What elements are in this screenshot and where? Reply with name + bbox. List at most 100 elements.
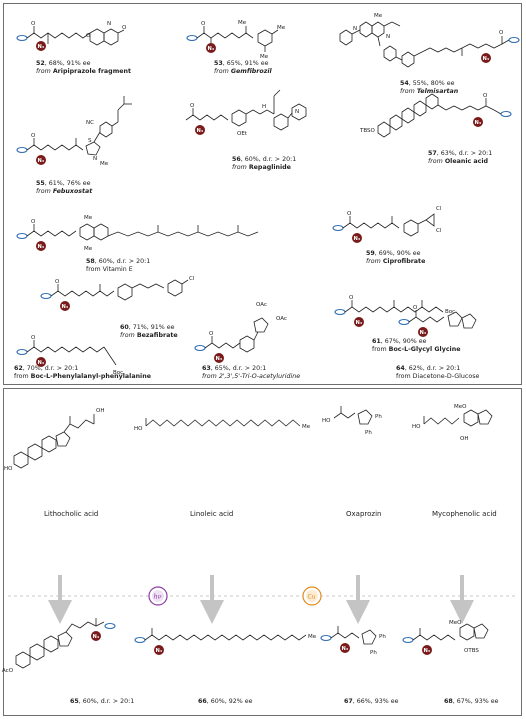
atom-o-53: O [201, 21, 206, 27]
top-panel-frame [3, 3, 522, 385]
atom-meo-myco: MeO [454, 404, 467, 410]
atom-ho-oxa: HO [322, 418, 331, 424]
svg-text:N₃: N₃ [38, 158, 45, 164]
caption-68: 68, 67%, 93% ee [444, 698, 499, 705]
atom-o-52b: O [86, 33, 91, 39]
atom-h-56: H [262, 104, 266, 110]
atom-s-55: S [88, 138, 92, 144]
structure-54 [339, 21, 520, 68]
svg-text:N₃: N₃ [156, 648, 163, 654]
atom-o-57: O [483, 93, 488, 99]
svg-text:N₃: N₃ [62, 304, 69, 310]
compound-number: 52 [36, 60, 45, 67]
svg-text:N₃: N₃ [356, 320, 363, 326]
caption-57: 57, 63%, d.r. > 20:1 from Oleanic acid [428, 150, 493, 165]
atom-me-lino: Me [302, 424, 311, 430]
atom-boc-62: Boc [113, 370, 123, 376]
structure-52 [16, 26, 125, 46]
atom-oac-63b: OAc [276, 316, 287, 322]
svg-text:N₃: N₃ [475, 120, 482, 126]
atom-o-60: O [55, 279, 60, 285]
substrate-label-lithocholic: Lithocholic acid [44, 510, 99, 518]
svg-text:N₃: N₃ [38, 244, 45, 250]
atom-oet-56: OEt [237, 131, 248, 137]
caption-66: 66, 60%, 92% ee [198, 698, 253, 705]
azide-badges: N₃ N₃ N₃ N₃ N₃ N₃ N₃ N₃ N₃ N₃ N₃ N₃ N₃ [36, 41, 491, 655]
svg-text:N₃: N₃ [354, 236, 361, 242]
atom-ho-myco: HO [412, 424, 421, 430]
atom-o-58: O [31, 219, 36, 225]
caption-63: 63, 65%, d.r. > 20:1 from 2',3',5'-Tri-O… [202, 365, 301, 380]
atom-meo-68: MeO [449, 620, 462, 626]
structure-61 [334, 300, 444, 316]
caption-52: 52, 68%, 91% ee from Aripiprazole fragme… [36, 60, 132, 75]
atom-n-52: N [107, 21, 111, 27]
structure-lithocholic [13, 414, 95, 469]
svg-text:N₃: N₃ [420, 330, 427, 336]
atom-n-54b: N [386, 34, 390, 40]
svg-text:N₃: N₃ [38, 44, 45, 50]
structure-67 [320, 626, 377, 645]
caption-55: 55, 61%, 76% ee from Febuxostat [36, 180, 93, 195]
structure-60 [40, 279, 189, 301]
atom-ho-lith: HO [4, 466, 13, 472]
atom-me-55: Me [100, 161, 109, 167]
caption-65: 65, 60%, d.r. > 20:1 [70, 698, 135, 705]
structure-oxaprozin [333, 406, 373, 425]
atom-boc-61: Boc [445, 309, 455, 315]
atom-ph-oxa-b: Ph [365, 430, 372, 436]
svg-text:N₃: N₃ [342, 646, 349, 652]
atom-o-62: O [31, 335, 36, 341]
structure-mycophenolic [423, 409, 493, 427]
caption-53: 53, 65%, 91% ee from Gemfibrozil [214, 60, 272, 75]
caption-62: 62, 70%, d.r. > 20:1 from Boc-L-Phenylal… [14, 365, 151, 380]
atom-o-59: O [347, 211, 352, 217]
caption-61: 61, 67%, 90% ee from Boc-L-Glycyl Glycin… [372, 338, 461, 353]
atom-me-53b: Me [277, 25, 286, 31]
caption-64: 64, 62%, d.r. > 20:1 from Diacetone-D-Gl… [396, 365, 480, 380]
caption-67: 67, 66%, 93% ee [344, 698, 399, 705]
structure-62 [16, 340, 117, 366]
copper-catalyst-label: Cu [308, 594, 316, 601]
atom-cl-59b: Cl [436, 228, 442, 234]
light-catalyst-label: hν [154, 593, 162, 601]
atom-oac-63a: OAc [256, 302, 267, 308]
atom-tbso-57: TBSO [359, 128, 376, 134]
svg-text:N₃: N₃ [216, 356, 223, 362]
atom-nc-55: NC [86, 120, 94, 126]
atom-o-52c: O [122, 25, 127, 31]
atom-o-63: O [209, 331, 214, 337]
caption-56: 56, 60%, d.r. > 20:1 from Repaglinide [232, 156, 297, 171]
structure-68 [402, 623, 489, 644]
caption-54: 54, 55%, 80% ee from Telmisartan [400, 80, 459, 95]
atom-cl-60: Cl [189, 276, 195, 282]
structure-53 [186, 26, 279, 52]
atom-o-64: O [413, 305, 418, 311]
atom-ph-67b: Ph [370, 650, 377, 656]
caption-59: 59, 69%, 90% ee from Ciprofibrate [366, 250, 426, 265]
atom-me-58b: Me [84, 246, 93, 252]
atom-o-54: O [499, 30, 504, 36]
atom-o-61: O [349, 295, 354, 301]
atom-otbs-68: OTBS [464, 648, 479, 654]
structure-56 [185, 89, 307, 131]
structure-58 [16, 223, 259, 241]
atom-ph-67a: Ph [379, 634, 386, 640]
atom-me-66: Me [308, 634, 317, 640]
atom-me-54: Me [374, 13, 383, 19]
svg-text:N₃: N₃ [424, 648, 431, 654]
atom-n-56: N [295, 109, 299, 115]
atom-o-55: O [31, 133, 36, 139]
atom-n-54a: N [353, 26, 357, 32]
caption-58: 58, 60%, d.r. > 20:1 from Vitamin E [86, 258, 151, 273]
structure-57 [377, 93, 512, 138]
svg-text:N₃: N₃ [93, 634, 100, 640]
structure-64 [398, 310, 477, 329]
atom-me-53a: Me [238, 20, 247, 26]
structure-63 [194, 317, 269, 353]
atom-oh-lith: OH [96, 408, 104, 414]
structure-59 [332, 213, 435, 237]
svg-text:N₃: N₃ [483, 56, 490, 62]
caption-60: 60, 71%, 91% ee from Bezafibrate [120, 324, 178, 339]
